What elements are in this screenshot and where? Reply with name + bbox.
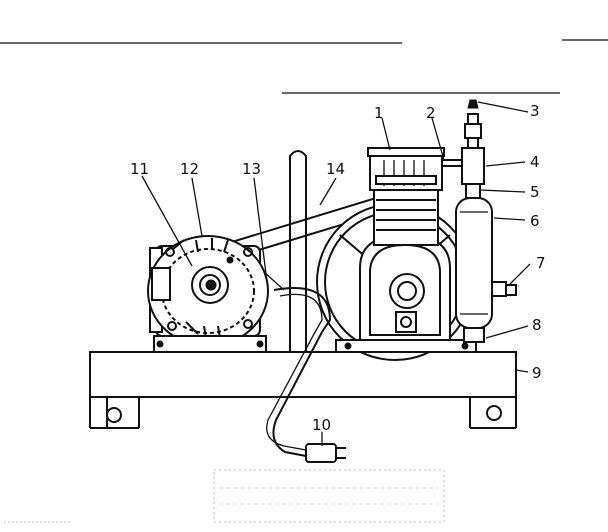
- callout-1: 1: [374, 104, 384, 122]
- valve-stack: [461, 99, 485, 199]
- callout-5: 5: [530, 183, 540, 201]
- callout-4: 4: [530, 153, 540, 171]
- callout-3: 3: [530, 102, 540, 120]
- callout-8: 8: [532, 316, 542, 334]
- callout-labels: 1 2 3 4 5 6 7 8 9 10 11 12 13 14: [130, 102, 546, 434]
- electric-motor: [147, 235, 285, 353]
- power-cord: [266, 287, 346, 463]
- callout-12: 12: [180, 160, 199, 178]
- header-rules: [0, 39, 608, 94]
- leader-lines: [141, 101, 531, 446]
- guard-pipe: [289, 150, 307, 352]
- callout-13: 13: [242, 160, 261, 178]
- callout-7: 7: [536, 254, 546, 272]
- callout-14: 14: [326, 160, 345, 178]
- receiver-tank: [455, 197, 517, 343]
- compressor-pump: [335, 147, 477, 353]
- callout-6: 6: [530, 212, 540, 230]
- scan-noise: [4, 469, 445, 523]
- callout-9: 9: [532, 364, 542, 382]
- callout-11: 11: [130, 160, 149, 178]
- base-skid: [89, 351, 517, 429]
- callout-2: 2: [426, 104, 436, 122]
- callout-10: 10: [312, 416, 331, 434]
